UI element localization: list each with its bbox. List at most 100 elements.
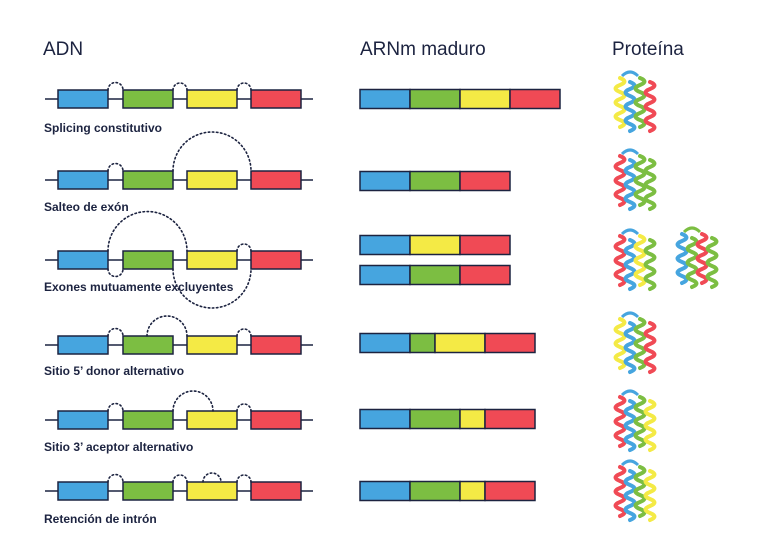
mrna-exon-blue [359, 408, 411, 430]
mrna-exon-blue [359, 88, 411, 110]
protein-helix [643, 158, 657, 211]
header-mrna: ARNm maduro [360, 39, 486, 60]
mrna-exon-green [409, 332, 436, 354]
protein-helix [643, 80, 657, 133]
mrna-exon-red [484, 332, 536, 354]
splice-arc [236, 328, 252, 337]
protein-helix [623, 80, 637, 133]
protein-helix [633, 234, 647, 287]
dna-exon-yellow [186, 481, 238, 501]
mrna-exon-red [459, 264, 511, 286]
label-constitutive: Splicing constitutivo [44, 121, 162, 135]
splice-arc [107, 327, 124, 337]
dna-exon-green [122, 410, 174, 430]
splice-arc [107, 81, 124, 91]
mrna-exon-red [484, 408, 536, 430]
protein-helix [613, 154, 627, 207]
protein-icon [613, 459, 657, 522]
dna-exon-yellow [186, 89, 238, 109]
splice-arc [172, 474, 188, 483]
protein-helix [685, 236, 699, 289]
dna-exon-blue [57, 410, 109, 430]
dna-exon-green [122, 250, 174, 270]
splice-arc [236, 474, 252, 483]
dna-exon-green [122, 481, 174, 501]
protein-loop [620, 389, 640, 397]
protein-icon [675, 226, 719, 289]
protein-helix [623, 238, 637, 291]
splice-arc [146, 315, 188, 337]
protein-helix [613, 234, 627, 287]
dna-exon-red [250, 89, 302, 109]
protein-helix [675, 232, 689, 285]
protein-helix [643, 321, 657, 374]
splice-arc [236, 243, 252, 252]
mrna-exon-red [484, 480, 536, 502]
label-mutually-exclusive: Exones mutuamente excluyentes [44, 280, 234, 294]
dna-exon-red [250, 335, 302, 355]
mrna-transcript [359, 264, 511, 286]
splice-arc [236, 403, 252, 412]
mrna-exon-red [509, 88, 561, 110]
mrna-exon-yellow [459, 88, 511, 110]
splice-arc [107, 402, 124, 412]
mrna-exon-yellow [409, 234, 461, 256]
mrna-exon-green [409, 264, 461, 286]
protein-helix [613, 465, 627, 518]
dna-column [45, 81, 313, 501]
dna-exon-yellow [186, 170, 238, 190]
header-protein: Proteína [612, 39, 684, 60]
protein-helix [623, 321, 637, 374]
dna-exon-blue [57, 250, 109, 270]
protein-loop [682, 226, 702, 234]
dna-exon-green [122, 335, 174, 355]
protein-icon [613, 70, 657, 133]
protein-helix [643, 238, 657, 291]
protein-helix [643, 469, 657, 522]
dna-exon-blue [57, 481, 109, 501]
label-exon-skipping: Salteo de exón [44, 200, 129, 214]
row-labels: Splicing constitutivo Salteo de exón Exo… [44, 121, 234, 526]
protein-helix [633, 317, 647, 370]
dna-exon-blue [57, 170, 109, 190]
mrna-exon-green [409, 170, 461, 192]
splice-arc [236, 82, 252, 91]
splice-arc [107, 210, 188, 252]
mrna-transcript [359, 234, 511, 256]
mrna-exon-yellow [459, 480, 486, 502]
protein-icon [613, 228, 657, 291]
protein-helix [633, 395, 647, 448]
protein-icon [613, 389, 657, 452]
label-intron-retention: Retención de intrón [44, 512, 157, 526]
dna-exon-green [122, 89, 174, 109]
protein-loop [620, 70, 640, 78]
header-dna: ADN [43, 39, 83, 60]
dna-strand [45, 315, 313, 355]
protein-helix [613, 395, 627, 448]
protein-loop [620, 148, 640, 156]
protein-icon [613, 311, 657, 374]
mrna-exon-blue [359, 332, 411, 354]
dna-strand [45, 81, 313, 109]
label-alt-5-donor: Sitio 5’ donor alternativo [44, 364, 184, 378]
dna-exon-yellow [186, 250, 238, 270]
protein-helix [643, 399, 657, 452]
dna-strand [45, 210, 313, 309]
protein-helix [633, 465, 647, 518]
protein-helix [623, 469, 637, 522]
mrna-exon-blue [359, 480, 411, 502]
mrna-exon-green [409, 480, 461, 502]
protein-helix [623, 399, 637, 452]
dna-exon-blue [57, 89, 109, 109]
dna-exon-green [122, 170, 174, 190]
dna-strand [45, 390, 313, 430]
mrna-exon-blue [359, 170, 411, 192]
protein-helix [613, 317, 627, 370]
protein-helix [705, 236, 719, 289]
protein-column [613, 70, 719, 522]
protein-helix [623, 158, 637, 211]
mrna-exon-green [409, 408, 461, 430]
dna-exon-red [250, 481, 302, 501]
dna-exon-red [250, 250, 302, 270]
